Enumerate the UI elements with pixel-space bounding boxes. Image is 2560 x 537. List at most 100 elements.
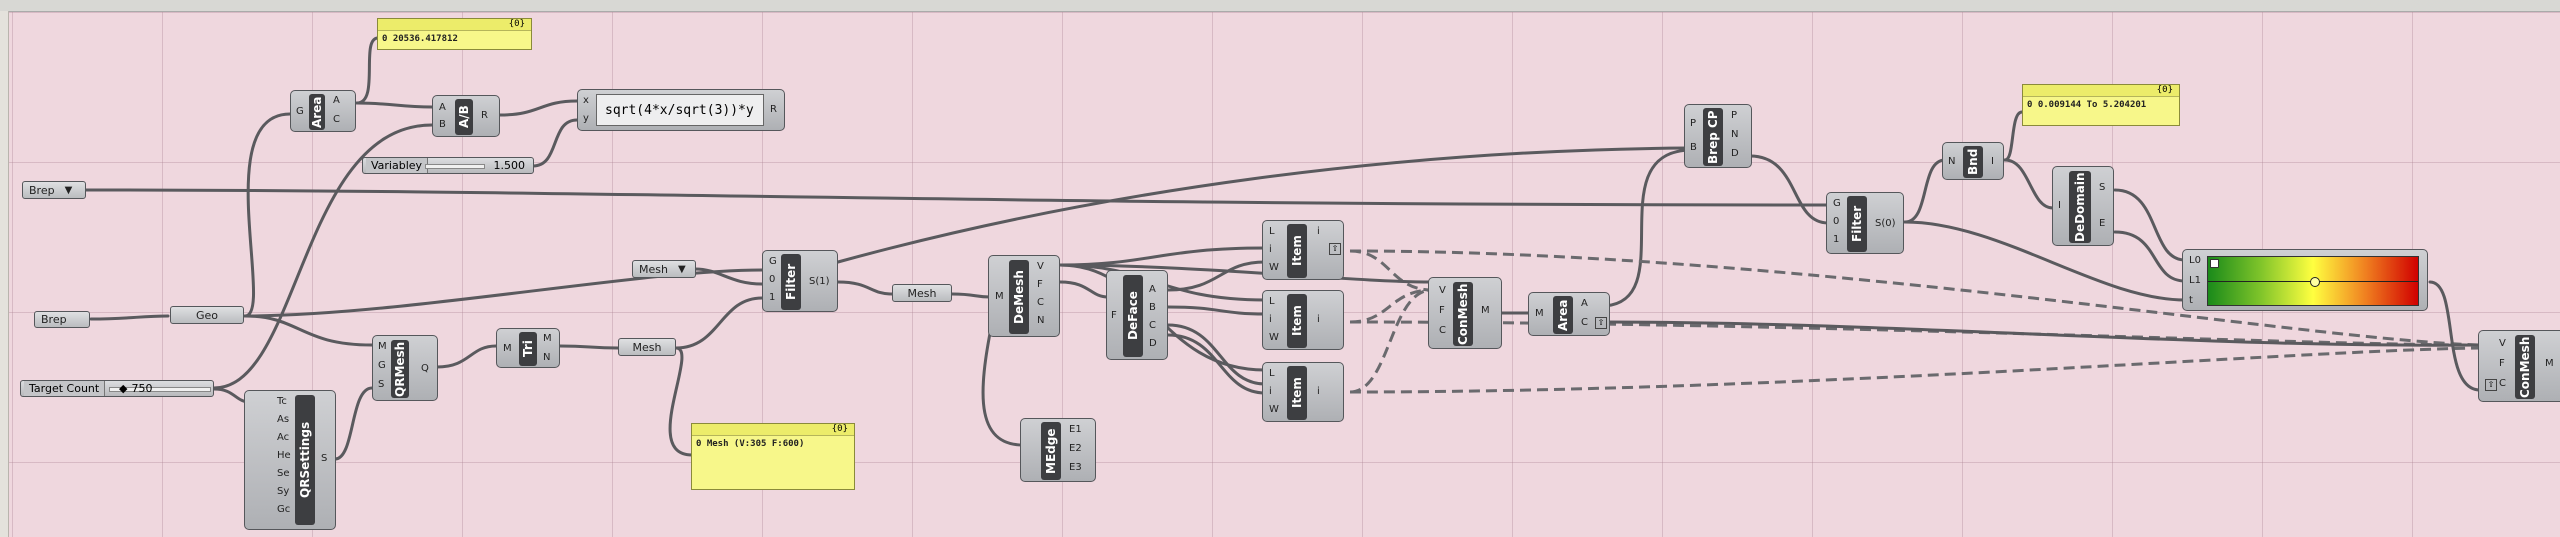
variable-y-slider[interactable]: Variabley 1.500 [362, 157, 534, 174]
list-item-component-2[interactable]: L i W Item i [1262, 290, 1344, 350]
brep-param-1[interactable]: Brep ▼ [22, 181, 86, 199]
list-item-component-3[interactable]: L i W Item i [1262, 362, 1344, 422]
input-label: G [769, 256, 777, 267]
slider-value-text: 750 [131, 382, 153, 395]
wire-filter2-bnd [1903, 158, 1947, 224]
slider-name: Target Count [24, 381, 106, 396]
deconstruct-mesh-component[interactable]: M DeMesh V F C N [988, 255, 1060, 337]
brep-param-2[interactable]: Brep [34, 311, 90, 328]
component-name: A/B [455, 99, 473, 135]
area-output-panel[interactable]: {0} 0 20536.417812 [377, 18, 532, 50]
output-label: M [2545, 358, 2554, 369]
mesh-param-1[interactable]: Mesh ▼ [632, 260, 696, 278]
panel-header: {0} [2023, 85, 2179, 97]
output-label: C [1149, 320, 1156, 331]
slider-track[interactable] [109, 387, 211, 392]
output-label: R [770, 104, 777, 115]
input-label: i [1269, 244, 1272, 255]
target-count-slider[interactable]: Target Count ◆ 750 [20, 380, 214, 397]
gradient-component[interactable]: L0 L1 t [2182, 249, 2428, 311]
qrmesh-component[interactable]: M G S QRMesh Q [372, 335, 438, 401]
division-component[interactable]: A B A/B R [432, 95, 500, 137]
input-label: L [1269, 368, 1275, 379]
input-label: W [1269, 332, 1279, 343]
input-label: M [1535, 308, 1544, 319]
filter-component-1[interactable]: G 0 1 Filter S(1) [762, 250, 838, 312]
expression-component[interactable]: x y sqrt(4*x/sqrt(3))*y R [577, 89, 785, 131]
wire-deface-item3b [1166, 333, 1267, 395]
wire-mesh-demesh [950, 292, 992, 299]
input-label: 0 [769, 274, 776, 285]
mesh-param-2[interactable]: Mesh [618, 338, 676, 356]
input-label: L [1269, 296, 1275, 307]
gradient-bar[interactable] [2207, 256, 2419, 306]
wire-deface-item1 [1166, 260, 1267, 292]
input-label: C [1439, 325, 1446, 336]
wire-item1-conmesh [1349, 249, 1433, 292]
mesh-output-panel[interactable]: {0} 0 Mesh (V:305 F:600) [691, 423, 855, 490]
output-label: C [333, 114, 340, 125]
triangulate-component[interactable]: M Tri M N [496, 328, 560, 368]
wire-variable-expr [531, 118, 579, 168]
wire-demesh-deface [1058, 280, 1110, 299]
output-label: Q [421, 363, 429, 374]
deconstruct-face-component[interactable]: F DeFace A B C D [1106, 270, 1168, 360]
output-label: P [1731, 110, 1738, 121]
input-label: As [277, 414, 290, 425]
brep-closest-point-component[interactable]: P B Brep CP P N D [1684, 104, 1752, 168]
slider-track[interactable] [425, 164, 485, 169]
wire-dedomain-gradient-l1 [2113, 230, 2187, 283]
output-label: i [1317, 314, 1320, 325]
construct-mesh-component-1[interactable]: V F C ConMesh M [1428, 277, 1502, 349]
mesh-edges-component[interactable]: MEdge E1 E2 E3 [1020, 418, 1096, 482]
output-label: N [543, 352, 551, 363]
gradient-handle-icon[interactable] [2310, 277, 2320, 287]
wire-bnd-panel [2003, 110, 2024, 162]
input-label: Gc [277, 504, 291, 515]
component-name: ConMesh [2515, 335, 2535, 399]
qrsettings-component[interactable]: Tc As Ac He Se Sy Gc QRSettings S [244, 390, 336, 530]
output-label: A [333, 95, 340, 106]
wire-deface-item3 [1166, 323, 1267, 386]
graft-icon: ⇧ [1595, 317, 1607, 329]
wire-item2-conmesh [1349, 288, 1433, 324]
input-label: M [503, 343, 512, 354]
output-label: A [1581, 298, 1588, 309]
wire-brepcp-filter2 [1748, 154, 1830, 225]
area-component-2[interactable]: M Area A C ⇧ [1528, 292, 1610, 336]
input-label: P [1690, 118, 1697, 129]
wire-brep2-geo [89, 314, 170, 321]
wire-dedomain-gradient-l0 [2113, 188, 2187, 262]
bounds-component[interactable]: N Bnd I [1942, 142, 2004, 180]
input-label: i [1269, 386, 1272, 397]
output-label: V [1037, 261, 1044, 272]
output-label: C [1037, 297, 1044, 308]
gradient-grip-icon[interactable] [2210, 259, 2219, 268]
input-label: Ac [277, 432, 290, 443]
wire-mesh-panel [668, 346, 694, 457]
list-item-component-1[interactable]: L i W Item i ⇧ [1262, 220, 1344, 280]
wire-brep1-filter2 [83, 188, 1830, 207]
component-name: Area [309, 94, 325, 130]
input-label: M [378, 341, 387, 352]
wire-gradient-conmesh2 [2428, 280, 2482, 392]
output-label: M [543, 333, 552, 344]
output-label: E2 [1069, 443, 1082, 454]
mesh-param-3[interactable]: Mesh [892, 284, 952, 302]
filter-component-2[interactable]: G 0 1 Filter S(0) [1826, 192, 1904, 254]
output-label: i [1317, 226, 1320, 237]
canvas-left-ruler [0, 11, 9, 537]
output-label: C [1581, 317, 1588, 328]
deconstruct-domain-component[interactable]: I DeDomain S E [2052, 166, 2114, 246]
panel-text: 0 20536.417812 [382, 34, 458, 44]
panel-text: 0 Mesh (V:305 F:600) [696, 439, 805, 449]
wire-ab-expr [498, 99, 579, 117]
area-component-1[interactable]: G Area A C [290, 90, 356, 132]
input-label: L [1269, 226, 1275, 237]
panel-header: {0} [692, 424, 854, 436]
input-label: 0 [1833, 216, 1840, 227]
geo-param[interactable]: Geo [170, 306, 244, 324]
expression-formula[interactable]: sqrt(4*x/sqrt(3))*y [596, 94, 764, 126]
domain-output-panel[interactable]: {0} 0 0.009144 To 5.204201 [2022, 84, 2180, 126]
construct-mesh-component-2[interactable]: V F C ⇧ ConMesh M [2478, 330, 2560, 402]
